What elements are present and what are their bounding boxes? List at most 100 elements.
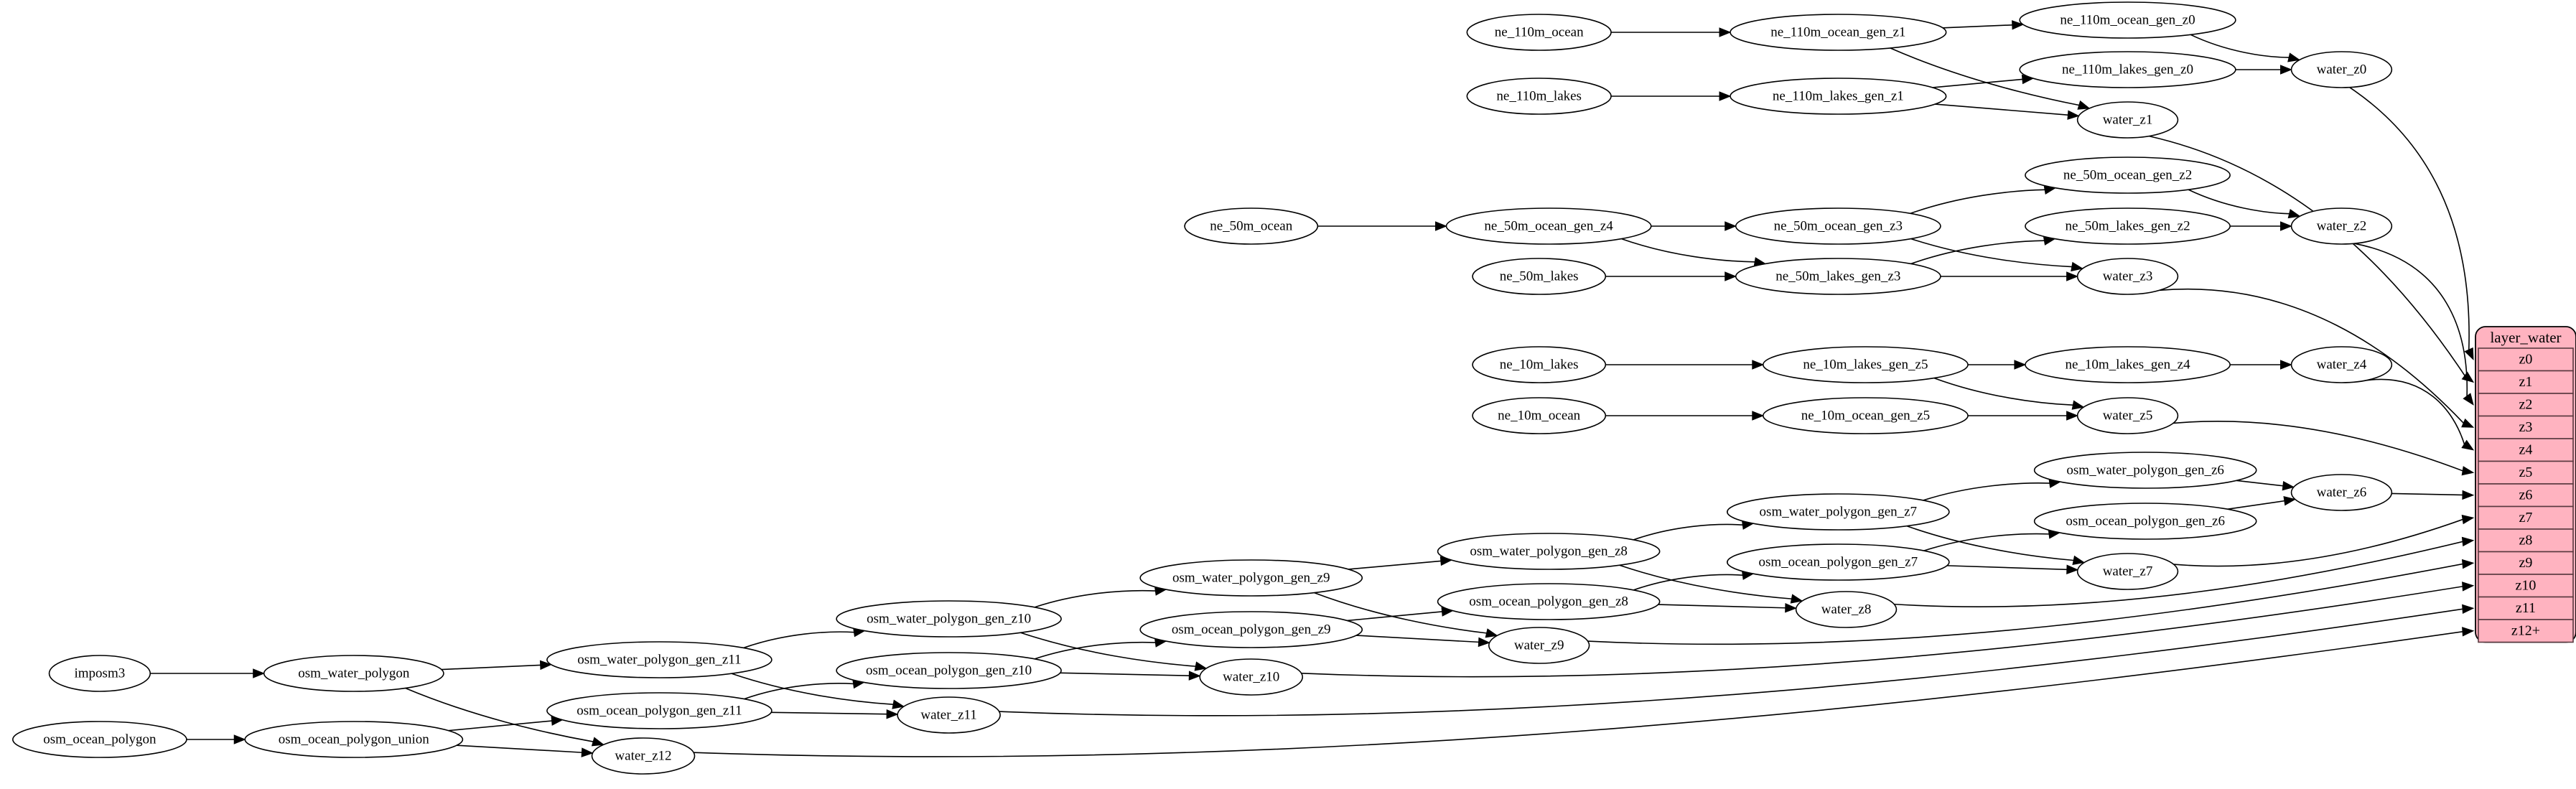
edge-ne_10m_ocean_gen_z5-to-water_z5 — [1968, 411, 2078, 421]
graph-node-water_z8[interactable]: water_z8 — [1795, 591, 1898, 628]
nodes-layer: imposm3 osm_ocean_polygon osm_water_polygo… — [12, 1, 2393, 775]
graph-node-water_z0[interactable]: water_z0 — [2290, 51, 2393, 88]
graph-node-ne_110m_ocean_gen_z0[interactable]: ne_110m_ocean_gen_z0 — [2019, 1, 2236, 39]
table-row-z6[interactable]: z6 — [2478, 483, 2574, 508]
node-shape — [1730, 78, 1947, 115]
table-row-z1[interactable]: z1 — [2478, 370, 2574, 394]
table-row-label: z11 — [2516, 600, 2536, 616]
graph-node-water_z3[interactable]: water_z3 — [2076, 258, 2179, 295]
node-shape — [1199, 658, 1304, 696]
graph-node-water_z11[interactable]: water_z11 — [897, 696, 1001, 734]
edge-arrowhead — [1725, 271, 1737, 281]
edge-line — [1619, 564, 1792, 599]
graph-node-osm_ocean_polygon_gen_z8[interactable]: osm_ocean_polygon_gen_z8 — [1437, 583, 1661, 620]
node-shape — [1437, 583, 1661, 620]
table-row-z12+[interactable]: z12+ — [2478, 619, 2574, 643]
node-shape — [1472, 397, 1607, 434]
graph-node-water_z10[interactable]: water_z10 — [1199, 658, 1304, 696]
table-row-z10[interactable]: z10 — [2478, 574, 2574, 598]
node-shape — [12, 721, 187, 758]
graph-node-ne_10m_lakes_gen_z4[interactable]: ne_10m_lakes_gen_z4 — [2025, 346, 2231, 383]
node-shape — [546, 692, 773, 729]
graph-node-water_z4[interactable]: water_z4 — [2290, 346, 2393, 383]
graph-node-ne_10m_ocean_gen_z5[interactable]: ne_10m_ocean_gen_z5 — [1762, 397, 1969, 434]
edge-ne_110m_ocean_gen_z1-to-ne_110m_ocean_gen_z0 — [1942, 20, 2025, 30]
graph-node-imposm3[interactable]: imposm3 — [48, 655, 151, 692]
graph-node-osm_water_polygon_gen_z11[interactable]: osm_water_polygon_gen_z11 — [546, 641, 773, 678]
graph-node-ne_110m_ocean_gen_z1[interactable]: ne_110m_ocean_gen_z1 — [1730, 14, 1947, 51]
edge-line — [2391, 492, 2463, 496]
edge-water_z7-to-table-z7 — [2173, 514, 2475, 567]
graph-node-water_z9[interactable]: water_z9 — [1488, 627, 1590, 664]
edge-ne_110m_lakes_gen_z1-to-water_z1 — [1935, 103, 2080, 120]
graph-node-water_z2[interactable]: water_z2 — [2290, 207, 2393, 245]
graph-node-water_z7[interactable]: water_z7 — [2076, 553, 2179, 590]
node-shape — [2290, 207, 2393, 245]
graph-node-ne_50m_ocean_gen_z4[interactable]: ne_50m_ocean_gen_z4 — [1445, 207, 1652, 245]
table-row-z7[interactable]: z7 — [2478, 505, 2574, 530]
graph-node-osm_ocean_polygon_gen_z10[interactable]: osm_ocean_polygon_gen_z10 — [836, 652, 1062, 689]
edge-line — [1890, 47, 2079, 106]
table-row-z2[interactable]: z2 — [2478, 393, 2574, 417]
graph-node-ne_50m_lakes_gen_z2[interactable]: ne_50m_lakes_gen_z2 — [2025, 207, 2231, 245]
graph-node-ne_50m_ocean_gen_z2[interactable]: ne_50m_ocean_gen_z2 — [2025, 157, 2231, 194]
edge-ne_50m_lakes_gen_z3-to-ne_50m_lakes_gen_z2 — [1910, 235, 2056, 265]
graph-node-water_z1[interactable]: water_z1 — [2076, 101, 2179, 139]
edge-osm_ocean_polygon_union-to-water_z12 — [457, 744, 594, 757]
graph-node-ne_10m_ocean[interactable]: ne_10m_ocean — [1472, 397, 1607, 434]
edge-line — [1942, 24, 2012, 29]
edge-osm_water_polygon_gen_z7-to-osm_water_polygon_gen_z6 — [1923, 478, 2062, 501]
graph-node-osm_water_polygon_gen_z6[interactable]: osm_water_polygon_gen_z6 — [2033, 452, 2257, 489]
graph-node-osm_ocean_polygon_gen_z7[interactable]: osm_ocean_polygon_gen_z7 — [1726, 543, 1950, 581]
graph-node-osm_ocean_polygon_gen_z9[interactable]: osm_ocean_polygon_gen_z9 — [1139, 611, 1363, 648]
graph-node-ne_10m_lakes[interactable]: ne_10m_lakes — [1472, 346, 1607, 383]
edge-water_z4-to-table-z4 — [2366, 378, 2475, 451]
graph-node-osm_water_polygon_gen_z7[interactable]: osm_water_polygon_gen_z7 — [1726, 493, 1950, 531]
edge-line — [1314, 592, 1487, 634]
edge-arrowhead — [591, 737, 605, 747]
edge-line — [743, 631, 854, 649]
edge-line — [1034, 641, 1156, 660]
graph-node-osm_water_polygon_gen_z10[interactable]: osm_water_polygon_gen_z10 — [836, 600, 1062, 638]
table-row-z3[interactable]: z3 — [2478, 415, 2574, 439]
node-shape — [1466, 78, 1612, 115]
node-label: water_z0 — [2317, 62, 2367, 77]
node-label: osm_water_polygon_gen_z9 — [1172, 570, 1330, 585]
graph-node-osm_water_polygon_gen_z9[interactable]: osm_water_polygon_gen_z9 — [1139, 559, 1363, 597]
graph-node-ne_50m_ocean_gen_z3[interactable]: ne_50m_ocean_gen_z3 — [1735, 207, 1941, 245]
table-row-z8[interactable]: z8 — [2478, 528, 2574, 553]
graph-node-ne_110m_lakes[interactable]: ne_110m_lakes — [1466, 78, 1612, 115]
graph-node-ne_50m_ocean[interactable]: ne_50m_ocean — [1184, 207, 1319, 245]
table-row-z11[interactable]: z11 — [2478, 596, 2574, 620]
edge-arrowhead — [1435, 221, 1447, 231]
edge-line — [2349, 87, 2470, 350]
graph-node-ne_10m_lakes_gen_z5[interactable]: ne_10m_lakes_gen_z5 — [1762, 346, 1969, 383]
graph-node-water_z12[interactable]: water_z12 — [591, 737, 696, 775]
graph-node-ne_110m_ocean[interactable]: ne_110m_ocean — [1466, 14, 1612, 51]
edge-water_z12-to-table-z12+ — [694, 627, 2475, 757]
graph-node-ne_50m_lakes[interactable]: ne_50m_lakes — [1472, 258, 1607, 295]
edge-osm_water_polygon_gen_z6-to-water_z6 — [2236, 480, 2295, 491]
graph-node-osm_ocean_polygon[interactable]: osm_ocean_polygon — [12, 721, 187, 758]
edge-line — [448, 720, 552, 732]
edge-arrowhead — [2066, 271, 2078, 281]
edge-arrowhead — [2463, 393, 2474, 406]
graph-node-water_z5[interactable]: water_z5 — [2076, 397, 2179, 434]
table-row-z4[interactable]: z4 — [2478, 438, 2574, 462]
graph-node-osm_ocean_polygon_gen_z6[interactable]: osm_ocean_polygon_gen_z6 — [2033, 503, 2257, 540]
edge-osm_ocean_polygon_gen_z8-to-osm_ocean_polygon_gen_z7 — [1633, 570, 1755, 591]
graph-node-osm_water_polygon[interactable]: osm_water_polygon — [263, 655, 444, 692]
graph-node-osm_ocean_polygon_gen_z11[interactable]: osm_ocean_polygon_gen_z11 — [546, 692, 773, 729]
table-row-z0[interactable]: z0 — [2478, 347, 2574, 372]
graph-node-ne_110m_lakes_gen_z0[interactable]: ne_110m_lakes_gen_z0 — [2019, 51, 2236, 88]
table-row-z5[interactable]: z5 — [2478, 460, 2574, 485]
graph-node-ne_110m_lakes_gen_z1[interactable]: ne_110m_lakes_gen_z1 — [1730, 78, 1947, 115]
graph-node-ne_50m_lakes_gen_z3[interactable]: ne_50m_lakes_gen_z3 — [1735, 258, 1941, 295]
graph-node-water_z6[interactable]: water_z6 — [2290, 474, 2393, 511]
table-row-z9[interactable]: z9 — [2478, 551, 2574, 575]
graph-node-osm_water_polygon_gen_z8[interactable]: osm_water_polygon_gen_z8 — [1437, 533, 1661, 570]
edge-arrowhead — [2071, 261, 2083, 272]
edge-osm_water_polygon_gen_z9-to-water_z9 — [1314, 592, 1498, 638]
graph-node-osm_ocean_polygon_union[interactable]: osm_ocean_polygon_union — [244, 721, 464, 758]
edge-osm_ocean_polygon_gen_z7-to-water_z7 — [1946, 564, 2079, 574]
